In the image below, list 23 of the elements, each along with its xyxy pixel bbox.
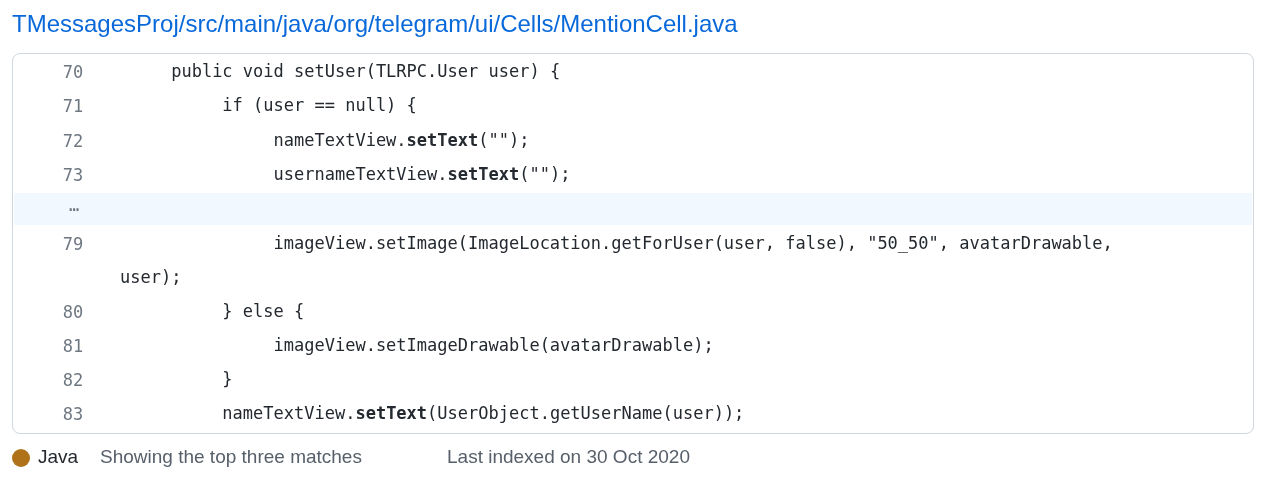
code-line: public void setUser(TLRPC.User user) { [170,60,562,83]
line-number: 73 [61,165,85,185]
line-number: 81 [61,336,85,356]
line-number: 79 [61,234,85,254]
code-line: imageView.setImage(ImageLocation.getForUser(user, false), "50_50", avatarDrawable, user); [120,232,1114,289]
ellipsis: … [67,195,81,215]
language-name: Java [38,446,79,468]
code-line: nameTextView.setText(""); [272,129,531,152]
code-line: } [221,368,234,391]
footer-note: Last indexed on 30 Oct 2020 [447,446,690,468]
footer-note: Showing the top three matches [100,446,362,468]
line-number: 80 [61,302,85,322]
code-line: } else { [221,300,306,323]
line-number: 82 [61,370,85,390]
code-line: imageView.setImageDrawable(avatarDrawable); [272,334,715,357]
line-number: 71 [61,96,85,116]
code-line: usernameTextView.setText(""); [272,163,572,186]
code-line: if (user == null) { [221,94,418,117]
file-path-link: TMessagesProj/src/main/java/org/telegram/ui/Cells/MentionCell.java [12,10,738,38]
line-number: 83 [61,404,85,424]
line-number: 70 [61,62,85,82]
line-number: 72 [61,131,85,151]
code-line: nameTextView.setText(UserObject.getUserName(user)); [221,402,746,425]
